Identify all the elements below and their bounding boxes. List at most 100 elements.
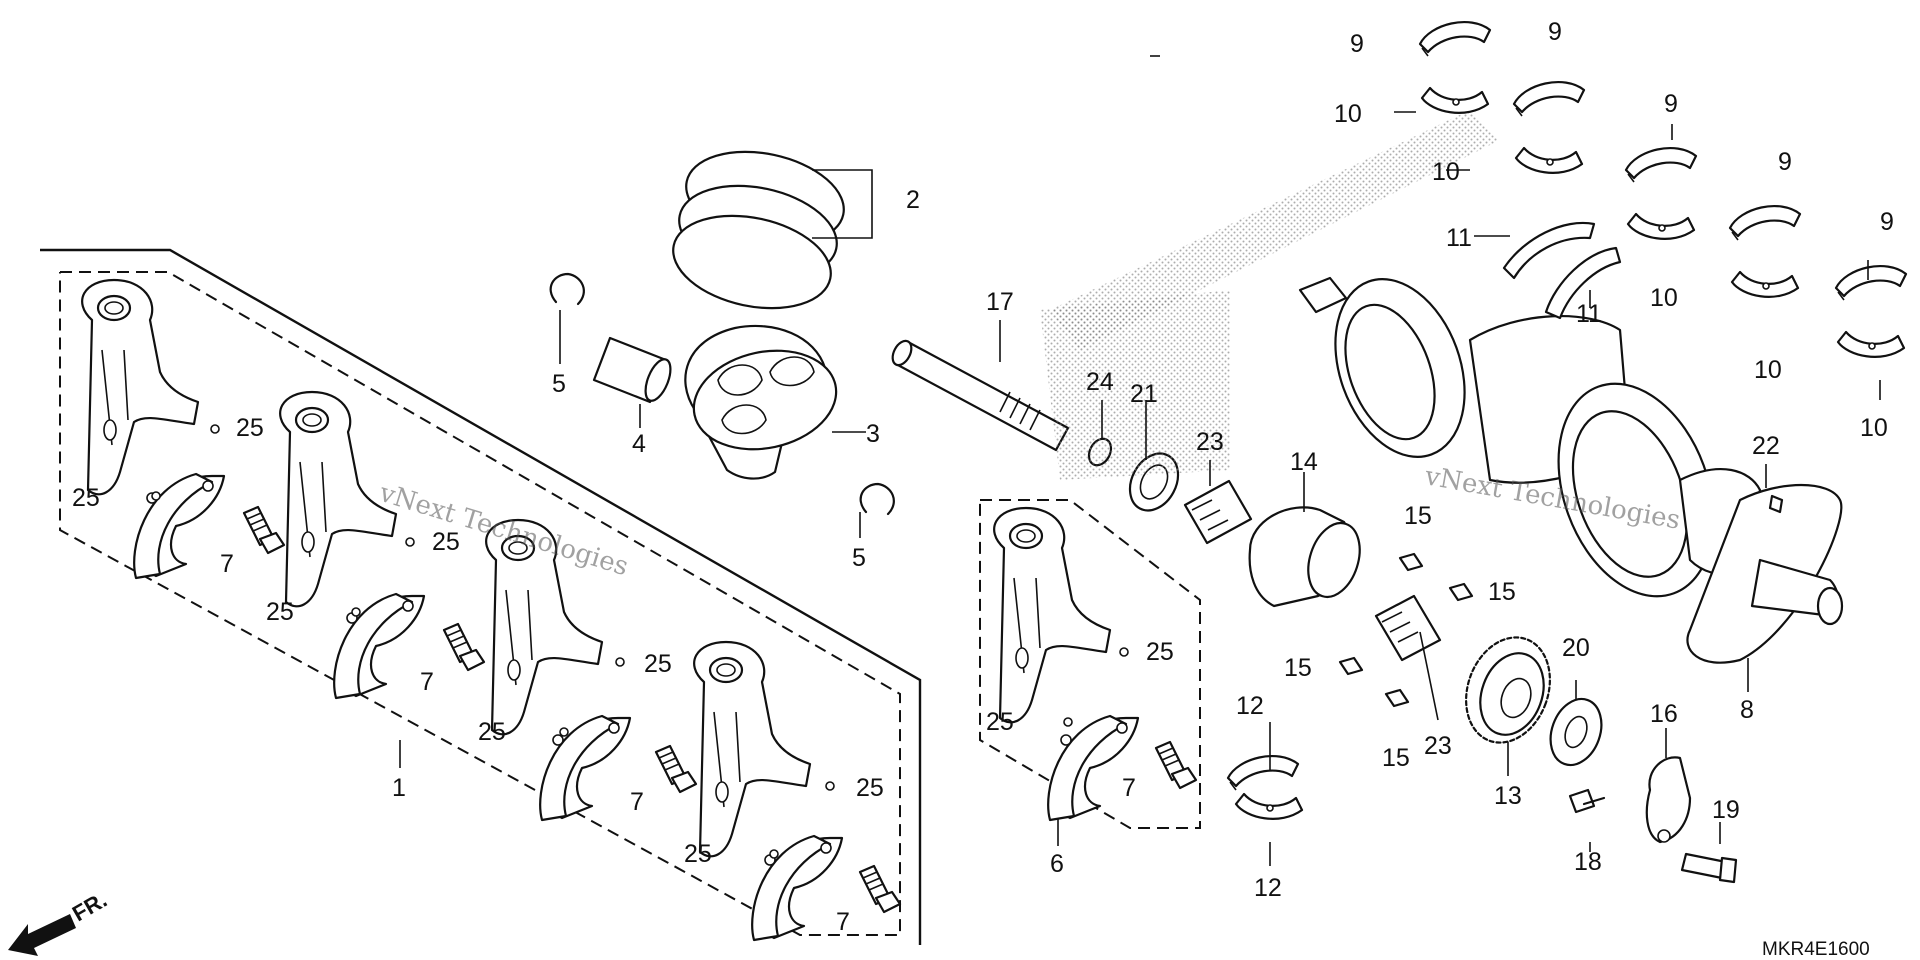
connecting-rod-4[interactable] [693,640,812,858]
thrust-washer-11b[interactable] [1544,246,1622,320]
main-bearing-upper-2[interactable] [1512,80,1586,118]
callout-labels: 1 2 3 4 5 5 6 7 7 7 7 7 8 9 9 9 9 9 10 1… [72,18,1894,936]
main-bearing-lower-3[interactable] [1626,212,1696,240]
main-bearing-lower-5[interactable] [1836,330,1906,358]
callout-10d: 10 [1754,356,1782,384]
rod-cap-6[interactable] [1047,714,1140,822]
rod-bolt-3[interactable] [654,744,698,794]
callout-11b: 11 [1576,300,1602,328]
washer-20[interactable] [1542,692,1610,772]
callout-16: 16 [1650,700,1678,728]
callout-9a: 9 [1350,30,1364,58]
piston-ring-oil[interactable] [665,202,840,321]
piston-pin[interactable] [592,336,676,404]
callout-12a: 12 [1236,692,1264,720]
conrod-assembly-group [40,248,922,945]
needle-bearing-upper[interactable] [1183,479,1253,545]
callout-11a: 11 [1446,224,1472,252]
callout-25a: 25 [236,414,264,442]
rod-bolt-1[interactable] [242,505,286,555]
woodruff-key-22[interactable] [1768,494,1784,514]
knock-pin-15c[interactable] [1338,656,1364,676]
callout-20: 20 [1562,634,1590,662]
callout-12b: 12 [1254,874,1282,902]
callout-9e: 9 [1880,208,1894,236]
callout-25f: 25 [478,718,506,746]
main-bearing-lower-2[interactable] [1514,146,1584,174]
callout-25h: 25 [684,840,712,868]
svg-text:FR.: FR. [68,887,111,926]
callout-25b: 25 [72,484,100,512]
callout-25e: 25 [644,650,672,678]
callout-8: 8 [1740,696,1754,724]
callout-2: 2 [906,186,920,214]
callout-9b: 9 [1548,18,1562,46]
callout-7e: 7 [1122,774,1136,802]
main-bearing-upper-4[interactable] [1728,204,1802,242]
callout-25j: 25 [986,708,1014,736]
knock-pin-15a[interactable] [1398,552,1424,572]
main-bearing-lower-4[interactable] [1730,270,1800,298]
primary-shaft[interactable] [894,340,1070,452]
crankpin-bearing-upper[interactable] [1226,754,1300,792]
main-bearing-upper-3[interactable] [1624,146,1698,184]
callout-10e: 10 [1860,414,1888,442]
callout-15a: 15 [1404,502,1432,530]
rod-bolt-4[interactable] [858,864,902,914]
callout-1: 1 [392,774,406,802]
callout-5b: 5 [852,544,866,572]
rod-bolt-2[interactable] [442,622,486,672]
needle-bearing-lower[interactable] [1374,594,1442,662]
callout-6: 6 [1050,850,1064,878]
knock-pin-15d[interactable] [1384,688,1410,708]
callout-10b: 10 [1432,158,1460,186]
callout-10c: 10 [1650,284,1678,312]
callout-10a: 10 [1334,100,1362,128]
connecting-rod-1[interactable] [81,278,200,496]
callout-15d: 15 [1382,744,1410,772]
bolt-18[interactable] [1568,788,1606,814]
callout-21: 21 [1130,380,1158,408]
rod-cap-4[interactable] [751,834,844,942]
callout-19: 19 [1712,796,1740,824]
callout-22: 22 [1752,432,1780,460]
rod-cap-3[interactable] [539,714,632,822]
rod-cap-2[interactable] [333,592,426,700]
callout-25g: 25 [856,774,884,802]
main-bearing-upper-1[interactable] [1418,20,1492,58]
crankpin-bearing-lower[interactable] [1234,792,1304,820]
callout-7c: 7 [630,788,644,816]
piston[interactable] [684,324,846,480]
knock-pin-15b[interactable] [1448,582,1474,602]
piston-pin-clip-1[interactable] [549,272,585,306]
callout-25c: 25 [432,528,460,556]
bolt-19[interactable] [1680,852,1738,884]
callout-7a: 7 [220,550,234,578]
conrod-group-6 [979,499,1201,829]
callout-15b: 15 [1488,578,1516,606]
piston-pin-clip-2[interactable] [859,482,895,516]
main-bearing-upper-5[interactable] [1834,264,1908,302]
front-direction-arrow: FR. [8,887,111,956]
connecting-rod-6[interactable] [993,506,1112,724]
callout-17: 17 [986,288,1014,316]
callout-18: 18 [1574,848,1602,876]
callout-25i: 25 [1146,638,1174,666]
callout-7b: 7 [420,668,434,696]
crankshaft[interactable] [1298,261,1844,664]
callout-13: 13 [1494,782,1522,810]
bracket-16[interactable] [1645,756,1692,844]
callout-14: 14 [1290,448,1318,476]
thrust-washer-11a[interactable] [1502,221,1596,280]
rod-bolt-6[interactable] [1154,740,1198,790]
callout-23b: 23 [1424,732,1452,760]
callout-4: 4 [632,430,646,458]
callout-9d: 9 [1778,148,1792,176]
main-bearing-lower-1[interactable] [1420,86,1490,114]
primary-drive-gear-13[interactable] [1452,626,1564,755]
sprocket-hub-14[interactable] [1248,506,1369,608]
rod-cap-1[interactable] [133,472,226,580]
callout-24: 24 [1086,368,1114,396]
callout-9c: 9 [1664,90,1678,118]
